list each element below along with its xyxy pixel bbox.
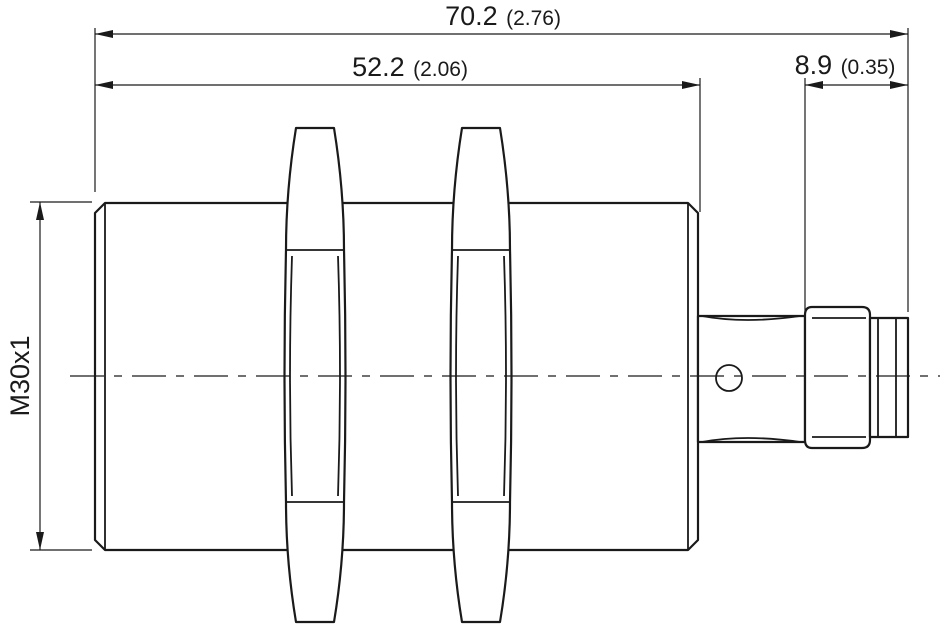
connector-neck — [696, 314, 807, 444]
connector-length-value: 8.9 — [795, 50, 833, 80]
body-length-inch: (2.06) — [413, 58, 468, 81]
m12-connector — [803, 305, 910, 450]
dimension-overall-length: 70.2 (2.76) — [95, 1, 908, 38]
dimension-connector-length: 8.9 (0.35) — [795, 50, 908, 89]
svg-text:70.2 (2.76): 70.2 (2.76) — [445, 1, 561, 31]
vent-hole — [715, 364, 743, 392]
hex-nut-2 — [449, 126, 513, 624]
overall-length-inch: (2.76) — [506, 7, 561, 30]
svg-text:8.9 (0.35): 8.9 (0.35) — [795, 50, 896, 80]
overall-length-value: 70.2 — [445, 1, 498, 31]
dimension-thread: M30x1 — [5, 202, 44, 550]
svg-text:52.2 (2.06): 52.2 (2.06) — [352, 52, 468, 82]
thread-label: M30x1 — [5, 335, 35, 416]
dimension-body-length: 52.2 (2.06) — [95, 52, 700, 89]
body-length-value: 52.2 — [352, 52, 405, 82]
hex-nut-1 — [283, 126, 347, 624]
connector-length-inch: (0.35) — [841, 56, 896, 79]
